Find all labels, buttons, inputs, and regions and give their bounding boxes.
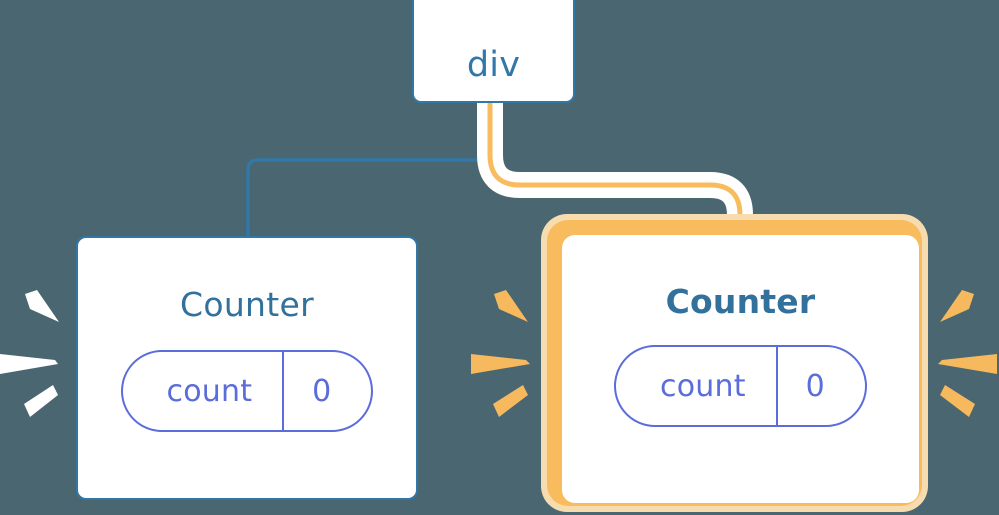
node-counter-right-border: Counter count 0 [547, 220, 922, 506]
node-div[interactable]: div [412, 0, 575, 103]
spark-wedge [493, 385, 528, 417]
state-name-right: count [660, 368, 746, 404]
spark-wedge [940, 290, 974, 322]
state-value-right: 0 [805, 368, 825, 404]
node-counter-right-label: Counter [665, 282, 816, 321]
spark-wedge [940, 385, 975, 417]
state-pill-divider [282, 352, 285, 430]
spark-wedge [24, 385, 58, 417]
spark-wedge [938, 354, 997, 374]
node-counter-left-label: Counter [180, 285, 314, 324]
node-div-label: div [466, 45, 521, 85]
state-pill-divider [775, 347, 778, 425]
state-pill-left[interactable]: count 0 [120, 350, 374, 432]
node-counter-right-glow: Counter count 0 [541, 214, 928, 512]
spark-burst-left [0, 282, 70, 442]
node-counter-right[interactable]: Counter count 0 [562, 235, 919, 503]
edge-div-to-counter-left [246, 100, 492, 238]
spark-wedge [471, 354, 530, 374]
state-name-left: count [166, 373, 253, 409]
spark-wedge [0, 354, 58, 374]
spark-wedge [494, 290, 528, 322]
node-counter-left[interactable]: Counter count 0 [76, 236, 418, 500]
spark-wedge [25, 290, 59, 322]
spark-burst-right [930, 282, 999, 442]
spark-burst-middle [468, 282, 538, 442]
state-value-left: 0 [312, 373, 332, 409]
state-pill-right[interactable]: count 0 [614, 345, 867, 427]
